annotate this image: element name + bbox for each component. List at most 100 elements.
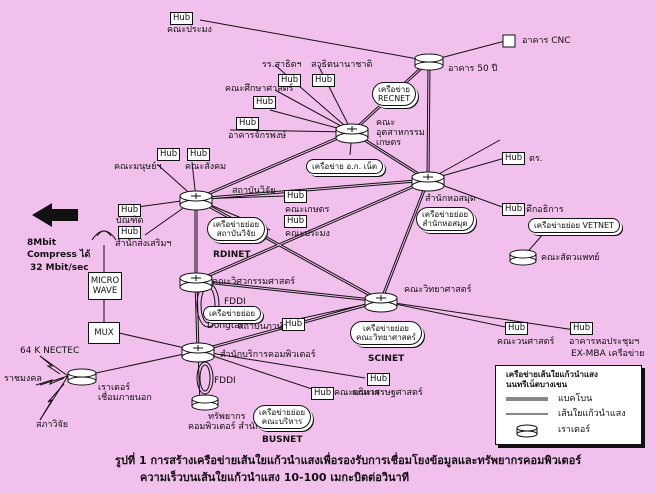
link-rajamongkol (39, 375, 69, 386)
routers (67, 53, 537, 411)
legend-router: เราเตอร์ (558, 425, 591, 435)
hub-box: Hub (118, 204, 142, 217)
link-econ (197, 350, 366, 379)
hub-box: Hub (502, 152, 526, 165)
hub-box: Hub (187, 148, 211, 161)
router-icon (181, 342, 215, 363)
router-icon (411, 171, 445, 192)
router-icon (67, 368, 97, 386)
hub-box: Hub (284, 215, 308, 228)
label-dongtal: Dongtal (207, 321, 243, 331)
label-graduate: บัณฑิต (116, 216, 144, 226)
router-icon (364, 292, 398, 313)
hub-box: Hub (236, 117, 260, 130)
network-name-scinet: SCINET (368, 354, 405, 364)
cloud-vetnet: เครือข่ายย่อย VETNET (528, 218, 620, 233)
figure-caption: รูปที่ 1 การสร้างเครือข่ายเส้นใยแก้วนำแส… (115, 454, 582, 467)
label-computer-center: สำนักบริการคอมพิวเตอร์ (220, 350, 316, 360)
link-top-hub (199, 19, 430, 62)
label-social: คณะสังคม (185, 162, 227, 172)
router-icon (414, 53, 444, 71)
link-exmba (380, 300, 576, 331)
label-top-faculty: คณะประมง (167, 25, 212, 35)
hub-box: Hub (157, 148, 181, 161)
lightning-icon (39, 383, 65, 421)
label-fddi: FDDI (224, 297, 246, 307)
label-rachamongkol: ราชมงคล (4, 374, 42, 384)
arrow-left-icon (32, 203, 78, 227)
cloud-fddi: เครือข่ายย่อย (203, 306, 262, 321)
hub-box: Hub (367, 373, 391, 386)
hub-box: Hub (502, 203, 526, 216)
lightning-icon (39, 355, 61, 375)
router-icon (191, 394, 219, 411)
label-tr: ตร. (529, 154, 543, 164)
label-speed: 8Mbit (27, 238, 57, 248)
network-name-rdinet: RDINET (213, 250, 251, 260)
label-kitakan: ตึกอธิการ (526, 205, 564, 215)
label-research-inst: สถาบันวิจัย (232, 186, 276, 196)
hub-box: Hub (118, 226, 142, 239)
label-exmba-bldg: อาคารหอประชุมฯ (569, 337, 640, 347)
antenna-icon (96, 230, 112, 237)
hub-box: Hub (284, 190, 308, 203)
label-agriculture: คณะเกษตร (285, 205, 330, 215)
label-nectec: 64 K NECTEC (20, 346, 80, 356)
router-icon (509, 249, 537, 266)
link-edu (274, 89, 353, 133)
lightning-icon (35, 377, 65, 386)
hub-box: Hub (570, 322, 594, 335)
cnc-node-icon (502, 34, 516, 48)
label-business: คณะบริหาร (334, 388, 380, 398)
hub-box: Hub (312, 74, 336, 87)
hub-box: Hub (170, 12, 194, 25)
label-resources: ทรัพยากร คอมพิวเตอร์ สำนักฯ (188, 412, 266, 432)
figure-caption-line2: ความเร็วบนเส้นใยแก้วนำแสง 10-100 เมกะบิต… (140, 471, 409, 484)
label-speed: Compress ได้ (27, 250, 91, 260)
label-fddi: FDDI (214, 376, 236, 386)
label-science: คณะวิทยาศาสตร์ (404, 285, 472, 295)
legend-title: เครือข่ายเส้นใยแก้วนำแสง นนทรีเน็ตบางเขน (506, 370, 598, 389)
mux-box: MUX (88, 322, 120, 344)
link-jak2 (229, 129, 353, 133)
link-ext-router (81, 350, 199, 377)
legend-backbone: แบคโบน (558, 394, 593, 404)
label-forestry: คณะวนศาสตร์ (497, 337, 555, 347)
label-satit-nation: สาธิตนานาชาติ (311, 60, 373, 70)
hub-box: Hub (505, 322, 529, 335)
link-forest (380, 300, 521, 331)
label-economics: คณะเศรษฐศาสตร์ (352, 388, 423, 398)
label-library: สำนักหอสมุด (425, 194, 476, 204)
router-icon (335, 123, 369, 144)
microwave-box: MICRO WAVE (88, 272, 122, 300)
hub-box: Hub (278, 74, 302, 87)
label-exmba: EX-MBA เครือข่าย (571, 349, 645, 359)
label-language: สถาบันภาษา (238, 322, 288, 332)
label-fisheries: คณะประมง (285, 229, 330, 239)
legend-symbols (506, 397, 548, 438)
cloud-busnet: เครือข่ายย่อย คณะบริหาร (253, 405, 312, 429)
cloud-library: เครือข่ายย่อย สำนักหอสมุด (416, 207, 475, 231)
legend: เครือข่ายเส้นใยแก้วนำแสง นนทรีเน็ตบางเขน… (495, 365, 642, 445)
hub-box: Hub (311, 387, 335, 400)
label-engineering: คณะวิศวกรรมศาสตร์ (212, 277, 296, 287)
hub-box: Hub (282, 318, 306, 331)
label-extension: สำนักส่งเสริมฯ (115, 239, 172, 249)
label-cnc: อาคาร CNC (522, 36, 571, 46)
cloud-rdinet: เครือข่ายย่อย สถาบันวิจัย (207, 217, 266, 241)
label-humanities: คณะมนุษย์ฯ (114, 162, 162, 172)
label-rr-satit: รร.สาธิตฯ (262, 60, 302, 70)
cloud-ocr: เครือข่าย อ.ก. เน็ต (306, 159, 384, 174)
link-bus (197, 350, 331, 396)
cloud-recnet: เครือข่าย RECNET (372, 82, 417, 106)
legend-fiber: เส้นใยแก้วนำแสง (558, 409, 626, 419)
router-icon (179, 272, 213, 293)
cloud-scinet: เครือข่ายย่อย คณะวิทยาศาสตร์ (350, 321, 422, 345)
label-agro-ind: คณะอุตสาหกรรมเกษตร (376, 118, 425, 148)
label-jakrapong: อาคารจักรพงษ์ (228, 131, 287, 141)
label-speed: 32 Mbit/sec (30, 263, 89, 273)
label-education: คณะศึกษาศาสตร์ (225, 84, 294, 94)
router-icon (179, 190, 213, 211)
